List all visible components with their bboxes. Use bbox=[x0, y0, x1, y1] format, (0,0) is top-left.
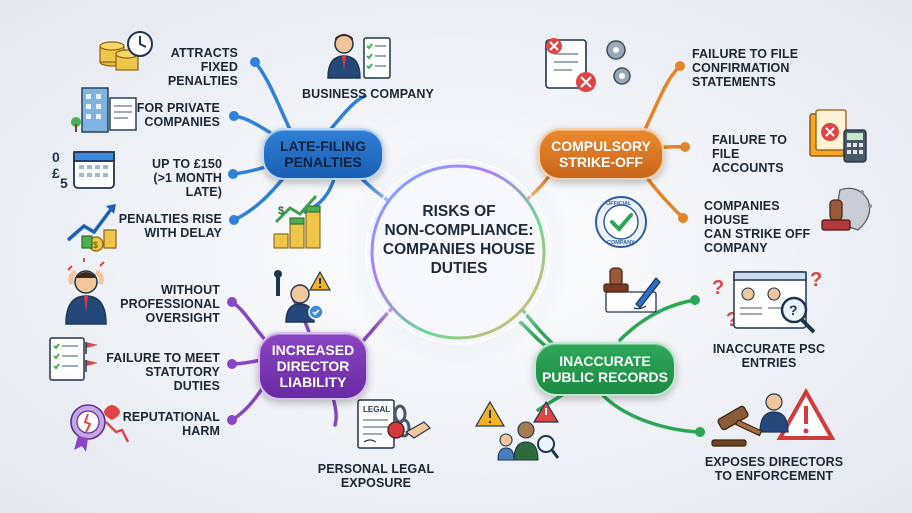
svg-text:?: ? bbox=[712, 277, 724, 299]
legal-chain-icon: LEGAL bbox=[357, 399, 431, 449]
svg-text:LEGAL: LEGAL bbox=[363, 405, 390, 414]
business-person-icon bbox=[327, 34, 391, 79]
rejected-document-icon bbox=[545, 38, 631, 92]
profiles-search-icon: ? ? ? ? bbox=[712, 269, 822, 334]
label-business-company: BUSINESS COMPANY bbox=[302, 87, 434, 101]
office-building-icon bbox=[71, 87, 137, 133]
center-ring bbox=[370, 164, 546, 340]
svg-text:0: 0 bbox=[52, 149, 60, 165]
svg-text:?: ? bbox=[789, 302, 798, 318]
svg-text:COMPANY: COMPANY bbox=[607, 240, 635, 246]
label-up-to-150: UP TO £150(>1 MONTH LATE) bbox=[151, 157, 222, 199]
checklist-flags-icon bbox=[49, 337, 98, 381]
svg-text:5: 5 bbox=[60, 175, 68, 191]
verified-stamp-icon: OFFICIAL COMPANY bbox=[595, 196, 647, 248]
director-warning-icon bbox=[274, 270, 332, 323]
svg-text:$: $ bbox=[93, 240, 98, 250]
center-title: RISKS OF NON-COMPLIANCE: COMPANIES HOUSE… bbox=[382, 203, 536, 277]
calendar-fee-icon: 0 £ 5 bbox=[52, 149, 115, 191]
rising-chart-icon: $ bbox=[66, 204, 117, 252]
svg-text:$: $ bbox=[278, 205, 284, 217]
coins-clock-icon bbox=[99, 31, 153, 71]
svg-text:OFFICIAL: OFFICIAL bbox=[606, 201, 632, 207]
warning-people-icon bbox=[474, 400, 560, 461]
stamp-pen-icon bbox=[603, 267, 661, 313]
damaged-reputation-icon bbox=[70, 404, 130, 452]
svg-text:?: ? bbox=[810, 269, 822, 291]
stressed-director-icon bbox=[65, 258, 107, 325]
gavel-warning-icon bbox=[711, 387, 836, 447]
svg-text:£: £ bbox=[52, 165, 60, 181]
strike-off-stamp-icon bbox=[821, 187, 872, 231]
connector-dots bbox=[227, 57, 705, 437]
rejected-accounts-icon bbox=[809, 109, 867, 163]
coins-growth-icon: $ bbox=[273, 195, 321, 249]
